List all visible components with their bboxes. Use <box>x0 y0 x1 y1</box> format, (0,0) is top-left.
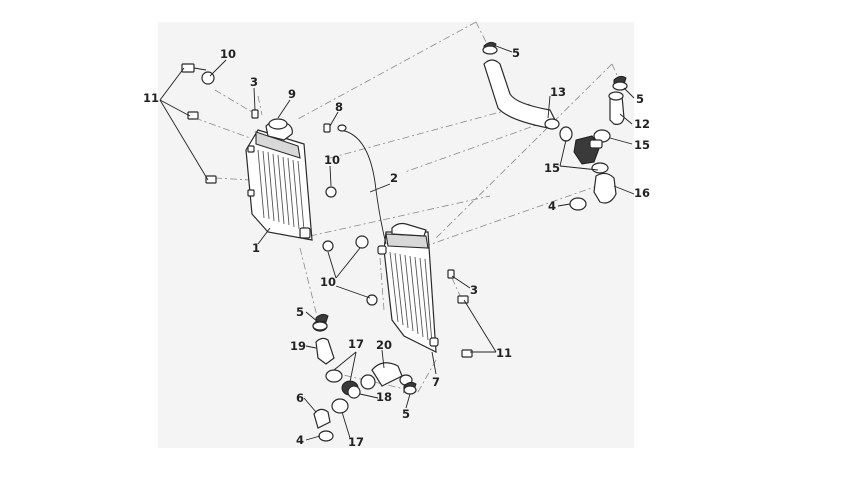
callout-19: 19 <box>290 339 306 353</box>
callout-11: 11 <box>143 91 159 105</box>
callout-4: 4 <box>296 433 304 447</box>
callout-labels: 1 2 3 3 4 4 5 5 5 5 6 7 8 9 10 10 10 11 … <box>143 46 650 449</box>
callout-13: 13 <box>550 85 566 99</box>
alignment-lines <box>194 21 621 393</box>
callout-20: 20 <box>376 338 392 352</box>
callout-1: 1 <box>252 241 260 255</box>
leader-lines <box>159 45 635 441</box>
callout-8: 8 <box>335 100 343 114</box>
callout-5: 5 <box>296 305 304 319</box>
callout-6: 6 <box>296 391 304 405</box>
callout-5: 5 <box>512 46 520 60</box>
callout-15: 15 <box>634 138 650 152</box>
callout-18: 18 <box>376 390 392 404</box>
right-fittings <box>559 91 625 211</box>
callout-15: 15 <box>544 161 560 175</box>
right-radiator <box>377 222 439 354</box>
callout-3: 3 <box>250 75 258 89</box>
callout-10: 10 <box>320 275 336 289</box>
callout-17: 17 <box>348 435 364 449</box>
callout-17: 17 <box>348 337 364 351</box>
left-radiator <box>245 118 313 241</box>
callout-7: 7 <box>432 375 440 389</box>
callout-12: 12 <box>634 117 650 131</box>
callout-10: 10 <box>220 47 236 61</box>
callout-9: 9 <box>288 87 296 101</box>
callout-5: 5 <box>402 407 410 421</box>
callout-3: 3 <box>470 283 478 297</box>
callout-16: 16 <box>634 186 650 200</box>
callout-5: 5 <box>636 92 644 106</box>
callout-4: 4 <box>548 199 556 213</box>
upper-hose <box>483 59 560 130</box>
clamps <box>312 41 628 395</box>
callout-11: 11 <box>496 346 512 360</box>
callout-2: 2 <box>390 171 398 185</box>
callout-10: 10 <box>324 153 340 167</box>
